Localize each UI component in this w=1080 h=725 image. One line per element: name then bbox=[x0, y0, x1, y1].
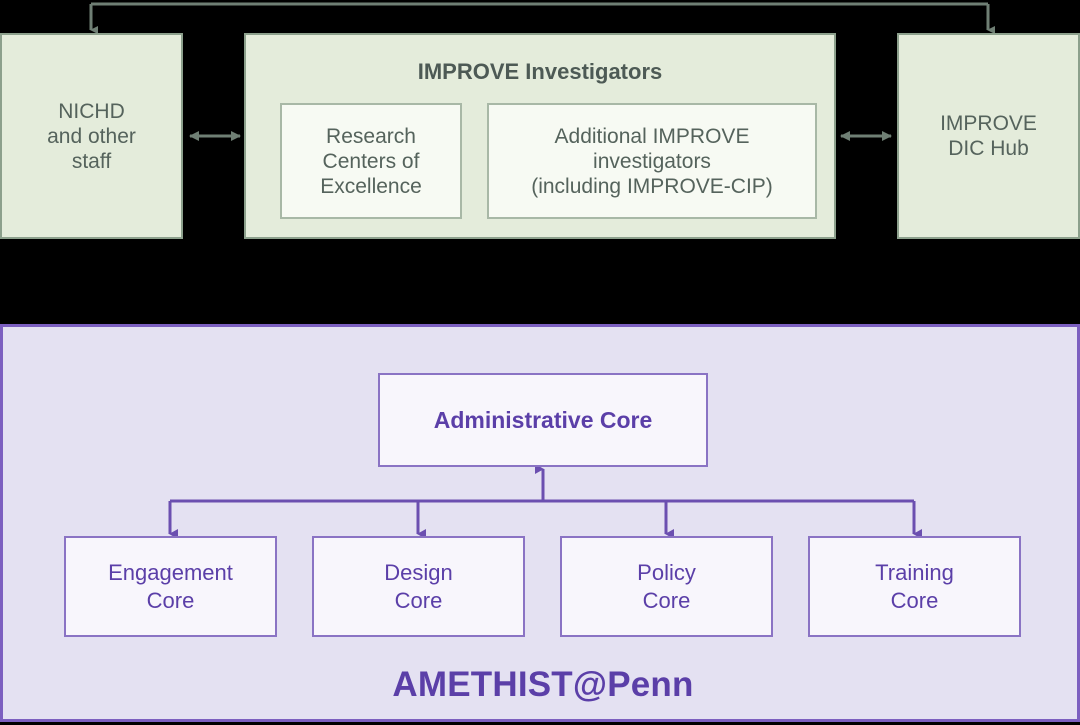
additional-investigators-box[interactable]: Additional IMPROVE investigators (includ… bbox=[487, 103, 817, 219]
policy-core-label: Policy Core bbox=[637, 559, 696, 613]
research-centers-label: Research Centers of Excellence bbox=[320, 124, 422, 198]
engagement-core-label: Engagement Core bbox=[108, 559, 233, 613]
improve-dic-hub-box[interactable]: IMPROVE DIC Hub bbox=[897, 33, 1080, 239]
design-core-label: Design Core bbox=[384, 559, 453, 613]
administrative-core-label: Administrative Core bbox=[433, 407, 653, 433]
policy-core-box[interactable]: Policy Core bbox=[560, 536, 773, 637]
training-core-label: Training Core bbox=[875, 559, 954, 613]
design-core-box[interactable]: Design Core bbox=[312, 536, 525, 637]
engagement-core-box[interactable]: Engagement Core bbox=[64, 536, 277, 637]
amethist-panel: Administrative Core Engagement Core Desi… bbox=[0, 324, 1080, 722]
improve-investigators-title: IMPROVE Investigators bbox=[417, 59, 663, 84]
nichd-box-label: NICHD and other staff bbox=[47, 99, 136, 173]
amethist-panel-title: AMETHIST@Penn bbox=[392, 665, 694, 704]
training-core-box[interactable]: Training Core bbox=[808, 536, 1021, 637]
nichd-box[interactable]: NICHD and other staff bbox=[0, 33, 183, 239]
administrative-core-box[interactable]: Administrative Core bbox=[378, 373, 708, 467]
research-centers-box[interactable]: Research Centers of Excellence bbox=[280, 103, 462, 219]
additional-investigators-label: Additional IMPROVE investigators (includ… bbox=[531, 124, 773, 198]
improve-dic-hub-label: IMPROVE DIC Hub bbox=[940, 112, 1037, 160]
improve-investigators-box[interactable]: IMPROVE Investigators Research Centers o… bbox=[244, 33, 836, 239]
